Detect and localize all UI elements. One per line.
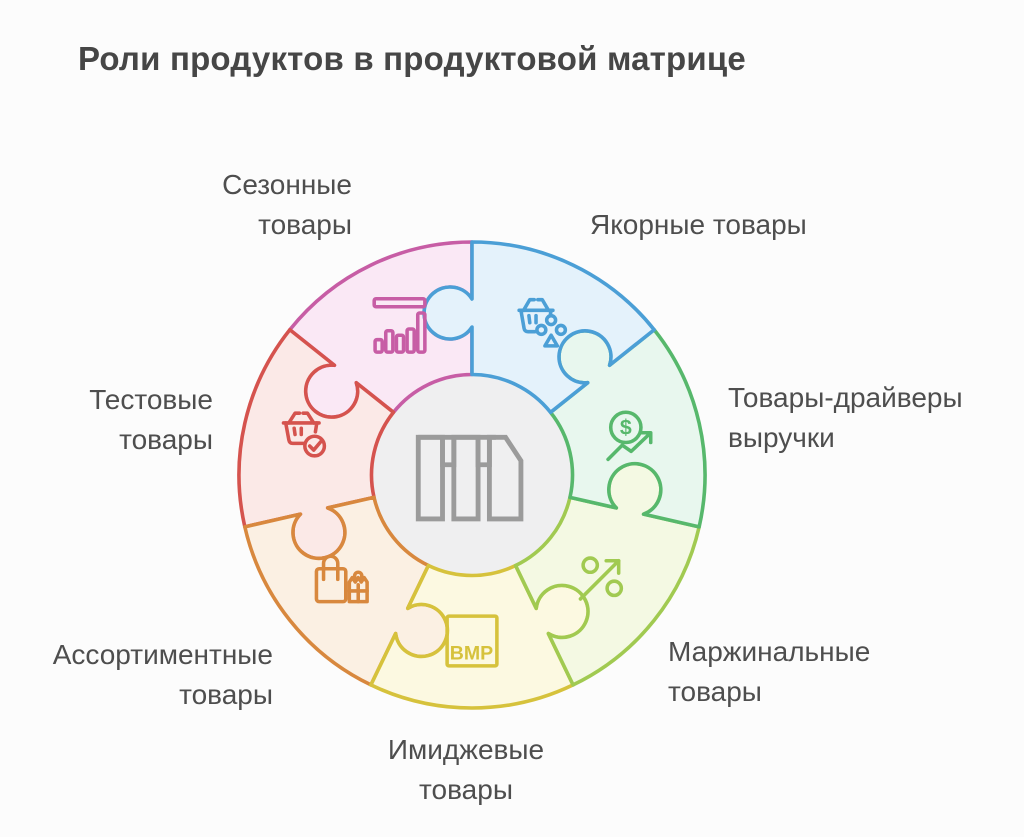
label-marginal-products: Маржинальные товары (668, 636, 871, 707)
label-seasonal-products: Сезонные товары (222, 169, 352, 240)
label-assortment-products: Ассортиментные товары (52, 639, 273, 710)
label-image-products: Имиджевые товары (387, 734, 545, 805)
label-anchor-products: Якорные товары (590, 209, 807, 240)
page-title: Роли продуктов в продуктовой матрице (78, 40, 746, 77)
center-circle (371, 374, 573, 576)
label-test-products: Тестовые товары (89, 384, 213, 455)
label-revenue-driver-products: Товары-драйверы выручки (728, 382, 963, 453)
